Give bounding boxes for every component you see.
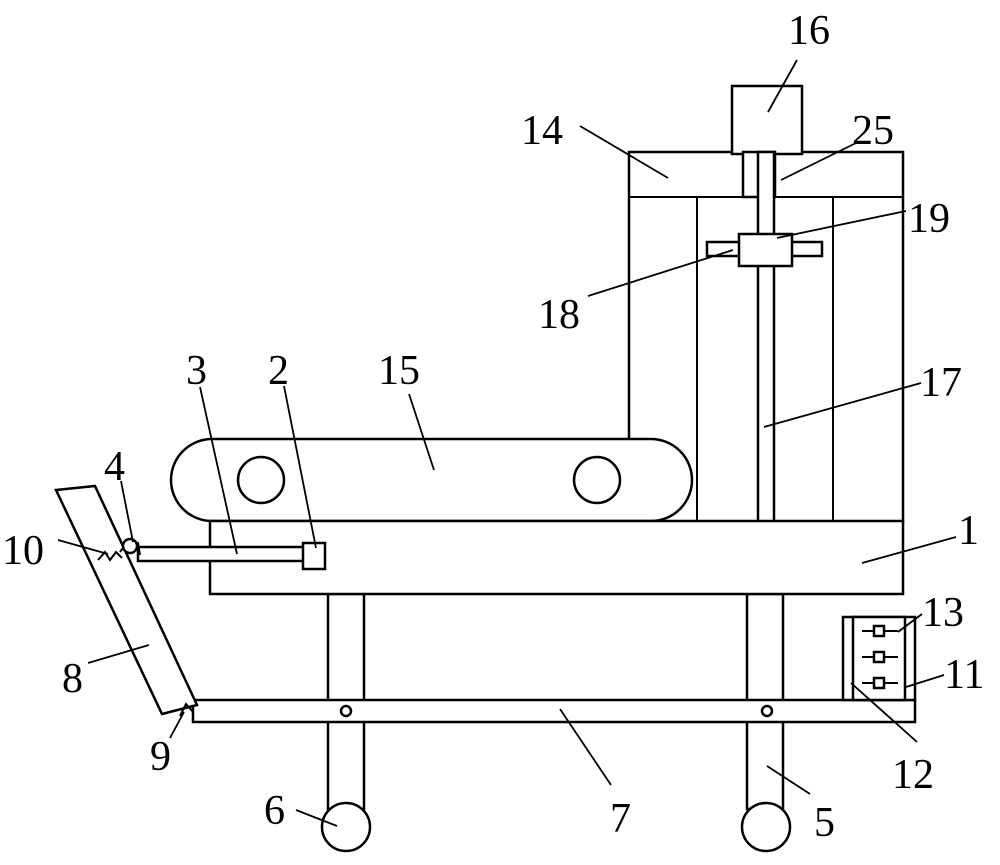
label-12: 12 <box>892 752 934 798</box>
label-5: 5 <box>814 800 835 846</box>
part-labels: 14 16 25 19 18 17 15 3 2 4 10 8 9 1 13 1… <box>2 8 984 846</box>
label-19: 19 <box>908 196 950 242</box>
pivot-left <box>339 704 353 718</box>
label-9: 9 <box>150 734 171 780</box>
label-2: 2 <box>268 348 289 394</box>
label-8: 8 <box>62 656 83 702</box>
label-6: 6 <box>264 788 285 834</box>
screw-nut <box>737 232 794 268</box>
label-1: 1 <box>958 508 979 554</box>
label-7: 7 <box>610 796 631 842</box>
label-25: 25 <box>852 108 894 154</box>
pivot-right <box>760 704 774 718</box>
label-16: 16 <box>788 8 830 54</box>
bottom-joint <box>179 702 194 717</box>
label-3: 3 <box>186 348 207 394</box>
tilted-plate <box>54 484 199 716</box>
label-11: 11 <box>944 652 984 698</box>
spring-box <box>841 615 917 702</box>
motor <box>730 84 804 156</box>
wheel-left <box>320 801 372 853</box>
label-18: 18 <box>538 292 580 338</box>
label-13: 13 <box>922 590 964 636</box>
push-rod <box>136 545 307 563</box>
conveyor-belt <box>169 437 694 523</box>
label-15: 15 <box>378 348 420 394</box>
label-4: 4 <box>104 444 125 490</box>
label-10: 10 <box>2 528 44 574</box>
label-17: 17 <box>920 360 962 406</box>
leader-lines <box>57 59 957 827</box>
label-14: 14 <box>521 108 563 154</box>
rod-block <box>301 541 327 571</box>
wheel-right <box>740 801 792 853</box>
lead-screw <box>756 150 776 524</box>
bottom-bar <box>191 698 917 724</box>
